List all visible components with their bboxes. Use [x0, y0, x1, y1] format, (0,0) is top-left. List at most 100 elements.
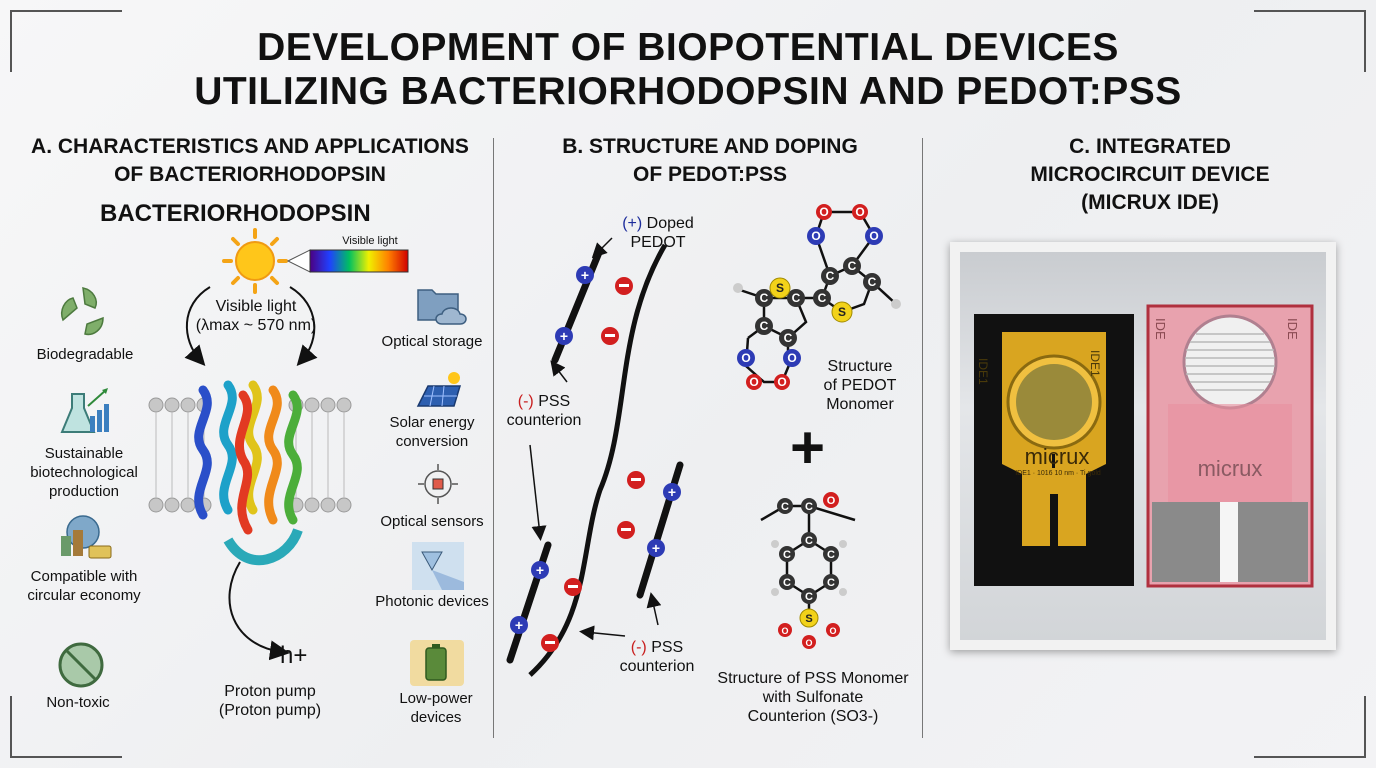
bacteriorhodopsin-title: BACTERIORHODOPSIN — [100, 200, 371, 227]
pss-atom-c5: C — [827, 577, 835, 589]
pedot-atom-c7: C — [848, 259, 857, 273]
proton-pump-label-line1: Proton pump — [224, 683, 316, 700]
doped-pedot-label: (+) Doped PEDOT — [608, 214, 708, 252]
pss-atom-o2: O — [781, 626, 788, 636]
pss-atom-c1: C — [781, 501, 789, 513]
svg-text:+: + — [668, 484, 676, 500]
visible-spectrum-bar — [286, 249, 409, 273]
pedot-atom-o3: O — [819, 205, 828, 219]
proton-arrow — [228, 561, 290, 661]
pedot-atom-o6: O — [787, 351, 796, 365]
svg-text:+: + — [560, 328, 568, 344]
section-a-heading-line1: A. CHARACTERISTICS AND APPLICATIONS — [31, 135, 469, 158]
gold-ide-chip — [974, 314, 1134, 586]
pss-caption: Structure of PSS Monomer with Sulfonate … — [706, 669, 920, 726]
visible-light-label-line1: Visible light — [215, 298, 297, 315]
pedot-atom-c5: C — [818, 291, 827, 305]
pedot-atom-o2: O — [869, 229, 878, 243]
pss-chain — [528, 243, 668, 677]
positive-charges: + + + + + + — [510, 266, 681, 634]
visible-light-label: Visible light (λmax ~ 570 nm) — [186, 297, 326, 335]
pedot-pss-chains: + + + + + + — [506, 237, 684, 677]
optical-sensor-icon — [418, 464, 458, 504]
section-a-heading-line2: OF BACTERIORHODOPSIN — [114, 163, 386, 186]
pedot-atom-o8: O — [777, 375, 786, 389]
pss-counterion-lower-line1: PSS — [646, 639, 684, 656]
biotech-flask-icon — [60, 388, 109, 433]
chip-tag-left-2: IDE1 — [1088, 350, 1102, 377]
pink-ide-chip — [1146, 304, 1314, 588]
page-title-line2: UTILIZING BACTERIORHODOPSIN AND PEDOT:PS… — [194, 70, 1182, 113]
column-divider-2 — [922, 138, 923, 738]
section-b-heading-line2: OF PEDOT:PSS — [632, 163, 788, 186]
pss-atom-c7: C — [783, 577, 791, 589]
pss-counterion-upper-line1: PSS — [533, 393, 571, 410]
doped-pedot-label-line1: Doped — [642, 215, 694, 232]
pss-atom-c4: C — [827, 549, 835, 561]
pedot-atom-o5: O — [741, 351, 750, 365]
application-label-low-power: Low-power devices — [399, 690, 473, 726]
pedot-atom-o4: O — [855, 205, 864, 219]
section-a-heading: A. CHARACTERISTICS AND APPLICATIONS OF B… — [10, 133, 490, 189]
circular-economy-icon — [61, 515, 112, 559]
svg-text:+: + — [536, 562, 544, 578]
pss-atom-c2: C — [805, 501, 813, 513]
pedot-atom-s1: S — [776, 281, 784, 295]
light-arrows — [184, 286, 318, 366]
spectrum-label: Visible light — [342, 235, 398, 247]
pedot-atom-o1: O — [811, 229, 820, 243]
pss-atom-o3: O — [829, 626, 836, 636]
section-b-heading: B. STRUCTURE AND DOPING OF PEDOT:PSS — [500, 133, 920, 189]
pss-counterion-label-lower: (-) PSS counterion — [607, 638, 707, 676]
svg-text:+: + — [515, 617, 523, 633]
corner-frame-top-right — [1254, 10, 1366, 72]
chip-tag-left: IDE1 — [976, 358, 990, 385]
svg-text:+: + — [652, 540, 660, 556]
micrux-device-photo: micrux IDE1 · 1016 10 nm · Ti gold IDE1 … — [950, 242, 1336, 650]
pss-caption-line3: Counterion (SO3-) — [747, 708, 879, 725]
chip-brand-right: micrux — [1197, 456, 1263, 481]
chip-tag-right-2: IDE — [1285, 318, 1300, 340]
svg-text:+: + — [581, 267, 589, 283]
application-label-solar: Solar energy conversion — [389, 414, 475, 450]
recycle-leaves-icon — [61, 287, 104, 336]
pedot-atom-o7: O — [749, 375, 758, 389]
section-c-heading-line1: C. INTEGRATED — [1069, 135, 1231, 158]
chip-brand-left: micrux — [1024, 444, 1090, 469]
pedot-monomer-structure: C C C C C C C C S S O O O O O O O O — [733, 204, 901, 390]
pedot-atom-c2: C — [792, 291, 801, 305]
pss-atom-o1: O — [827, 495, 836, 507]
section-c-heading-line2: MICROCIRCUIT DEVICE — [1030, 163, 1270, 186]
non-toxic-icon — [58, 642, 104, 688]
application-label-optical-storage: Optical storage — [381, 333, 483, 350]
combine-plus-sign: + — [790, 414, 826, 481]
pss-atom-c8: C — [783, 549, 791, 561]
pss-caption-line1: Structure of PSS Monomer — [717, 670, 909, 687]
pss-atom-s: S — [805, 613, 812, 625]
pss-caption-line2: with Sulfonate — [762, 689, 864, 706]
pss-monomer-structure: C C O C C C C C C S O O O — [760, 492, 856, 649]
feature-label-circular: Compatible with circular economy — [27, 568, 141, 604]
chip-small-text: IDE1 · 1016 10 nm · Ti gold — [1015, 470, 1101, 477]
pedot-caption-line2: of PEDOT — [823, 377, 897, 394]
sun-icon — [222, 228, 288, 294]
pss-atom-o4: O — [805, 638, 812, 648]
pss-atom-c6: C — [805, 591, 813, 603]
section-c-heading: C. INTEGRATED MICROCIRCUIT DEVICE (MICRU… — [930, 133, 1370, 217]
pss-counterion-lower-sign: (-) — [630, 639, 647, 656]
pedot-atom-c8: C — [868, 275, 877, 289]
application-label-optical-sensors: Optical sensors — [380, 513, 484, 530]
pedot-atom-c1: C — [760, 291, 769, 305]
prism-icon — [412, 542, 464, 590]
page-title-line1: DEVELOPMENT OF BIOPOTENTIAL DEVICES — [257, 26, 1119, 69]
pedot-atom-c6: C — [826, 269, 835, 283]
proton-symbol: h+ — [280, 642, 308, 669]
battery-leaf-icon — [410, 640, 464, 686]
corner-frame-bottom-right — [1254, 696, 1366, 758]
proton-pump-label-line2: (Proton pump) — [218, 702, 322, 719]
chip-tag-right: IDE — [1153, 318, 1168, 340]
column-divider-1 — [493, 138, 494, 738]
pedot-caption: Structure of PEDOT Monomer — [805, 357, 915, 414]
pss-counterion-upper-line2: counterion — [506, 412, 582, 429]
pedot-atom-c3: C — [760, 319, 769, 333]
